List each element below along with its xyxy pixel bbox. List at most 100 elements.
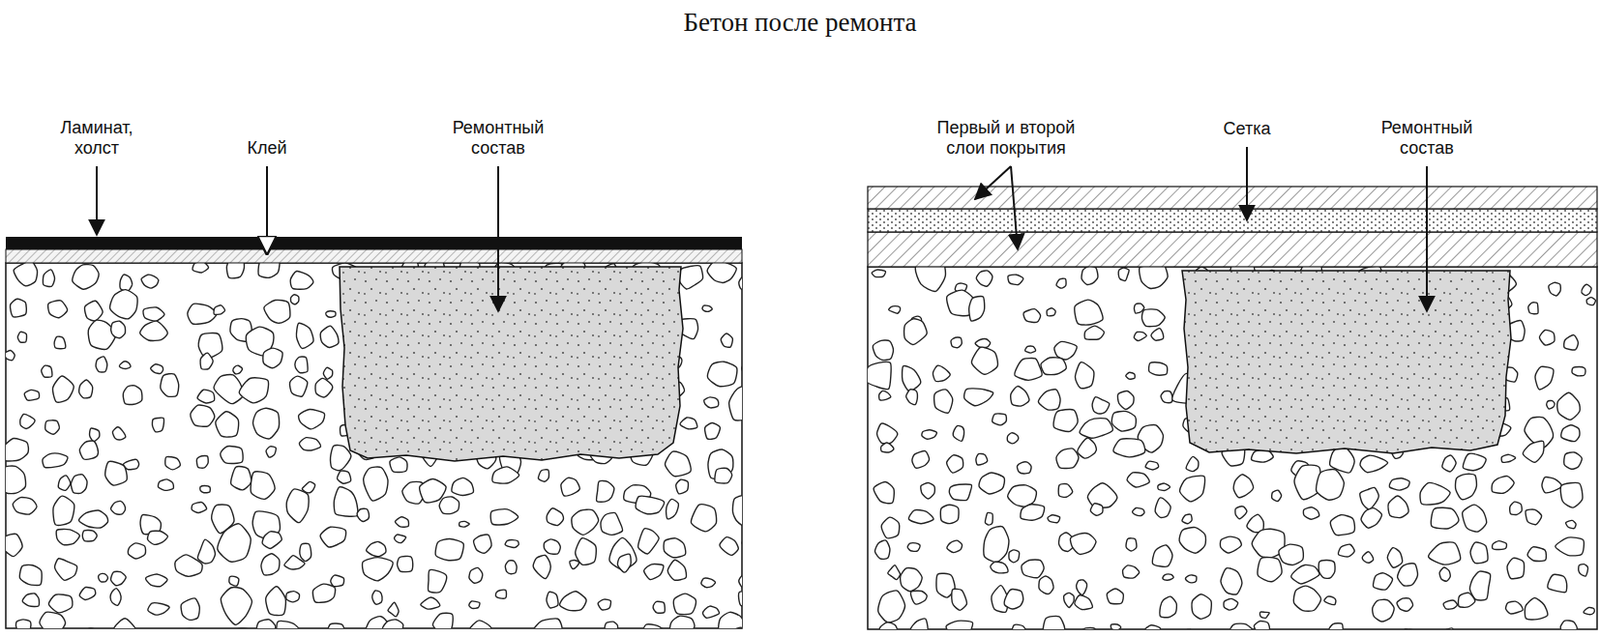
aggregate-stone: [266, 587, 287, 617]
aggregate-stone: [13, 263, 37, 287]
aggregate-stone: [79, 587, 95, 600]
aggregate-stone: [1291, 564, 1320, 585]
aggregate-stone: [1010, 386, 1030, 408]
aggregate-stone: [1023, 309, 1041, 324]
aggregate-stone: [213, 375, 243, 405]
aggregate-stone: [53, 496, 75, 526]
aggregate-stone: [330, 575, 345, 588]
aggregate-stone: [266, 446, 276, 458]
aggregate-stone: [1220, 568, 1243, 595]
aggregate-stone: [427, 570, 446, 594]
aggregate-stone: [389, 457, 408, 474]
leader-arrow: [1425, 166, 1428, 312]
aggregate-stone: [537, 470, 549, 483]
leader-arrow: [1010, 166, 1018, 250]
aggregate-stone: [5, 466, 27, 495]
aggregate-stone: [1506, 601, 1524, 615]
aggregate-stone: [1293, 586, 1321, 612]
aggregate-stone: [1110, 624, 1121, 630]
aggregate-stone: [1038, 576, 1054, 594]
aggregate-stone: [652, 601, 665, 614]
aggregate-stone: [48, 300, 68, 319]
aggregate-stone: [739, 567, 742, 595]
aggregate-stone: [667, 560, 686, 581]
aggregate-stone: [1007, 274, 1024, 285]
aggregate-stone: [1524, 598, 1548, 621]
aggregate-stone: [1548, 282, 1562, 297]
aggregate-stone: [1535, 366, 1554, 390]
aggregate-stone: [200, 486, 211, 494]
aggregate-stone: [1139, 266, 1168, 289]
aggregate-stone: [920, 483, 936, 501]
aggregate-stone: [1056, 448, 1079, 470]
aggregate-stone: [356, 508, 369, 522]
aggregate-stone: [871, 269, 886, 278]
aggregate-stone: [1151, 328, 1164, 342]
aggregate-stone: [1462, 504, 1487, 533]
aggregate-stone: [877, 423, 898, 445]
aggregate-stone: [1316, 470, 1345, 502]
aggregate-stone: [451, 477, 475, 496]
aggregate-stone: [976, 453, 988, 465]
aggregate-stone: [1362, 552, 1374, 563]
aggregate-stone: [20, 414, 35, 429]
aggregate-stone: [907, 543, 920, 553]
aggregate-stone: [299, 543, 312, 562]
aggregate-stone: [1233, 474, 1253, 499]
callout-label: Ремонтный состав: [1373, 118, 1481, 159]
aggregate-stone: [198, 333, 223, 359]
aggregate-stone: [330, 445, 352, 472]
aggregate-stone: [105, 461, 128, 486]
aggregate-stone: [732, 495, 742, 528]
aggregate-stone: [1090, 503, 1103, 517]
aggregate-stone: [301, 481, 315, 493]
aggregate-stone: [1330, 515, 1355, 536]
aggregate-stone: [1025, 346, 1037, 354]
aggregate-stone: [213, 305, 226, 316]
aggregate-stone: [714, 468, 733, 484]
aggregate-stone: [635, 496, 664, 515]
aggregate-stone: [1125, 372, 1135, 380]
title: Бетон после ремонта: [682, 7, 917, 37]
aggregate-stone: [666, 499, 680, 520]
aggregate-stone: [1372, 599, 1395, 623]
aggregate-stone: [600, 512, 623, 535]
aggregate-stone: [1079, 418, 1113, 440]
aggregate-stone: [670, 616, 695, 629]
aggregate-stone: [10, 298, 28, 318]
aggregate-stone: [372, 591, 383, 605]
aggregate-stone: [1042, 616, 1065, 630]
aggregate-stone: [904, 319, 928, 346]
aggregate-stone: [1046, 308, 1056, 317]
aggregate-stone: [596, 480, 615, 503]
aggregate-stone: [197, 389, 215, 404]
aggregate-stone: [72, 265, 99, 291]
aggregate-stone: [58, 475, 71, 492]
aggregate-stone: [143, 307, 165, 322]
aggregate-stone: [950, 337, 962, 349]
aggregate-stone: [946, 621, 973, 630]
aggregate-stone: [382, 620, 403, 629]
aggregate-stone: [1560, 621, 1577, 630]
aggregate-stone: [150, 364, 164, 375]
aggregate-stone: [947, 540, 963, 553]
aggregate-stone: [112, 427, 125, 441]
aggregate-stone: [975, 339, 991, 349]
aggregate-stone: [1069, 533, 1097, 556]
aggregate-stone: [1303, 507, 1319, 520]
aggregate-stone: [160, 374, 179, 398]
aggregate-stone: [915, 266, 946, 292]
aggregate-stone: [900, 567, 923, 592]
aggregate-stone: [912, 451, 930, 470]
aggregate-stone: [1191, 594, 1212, 620]
repair-compound: [1182, 270, 1512, 454]
aggregate-stone: [232, 628, 254, 630]
aggregate-stone: [1501, 454, 1516, 463]
aggregate-stone: [286, 489, 309, 524]
aggregate-stone: [1324, 596, 1336, 606]
aggregate-stone: [1182, 514, 1192, 525]
aggregate-stone: [1047, 515, 1061, 524]
aggregate-stone: [127, 543, 146, 560]
aggregate-stone: [1056, 278, 1067, 289]
aggregate-stone: [638, 529, 660, 555]
